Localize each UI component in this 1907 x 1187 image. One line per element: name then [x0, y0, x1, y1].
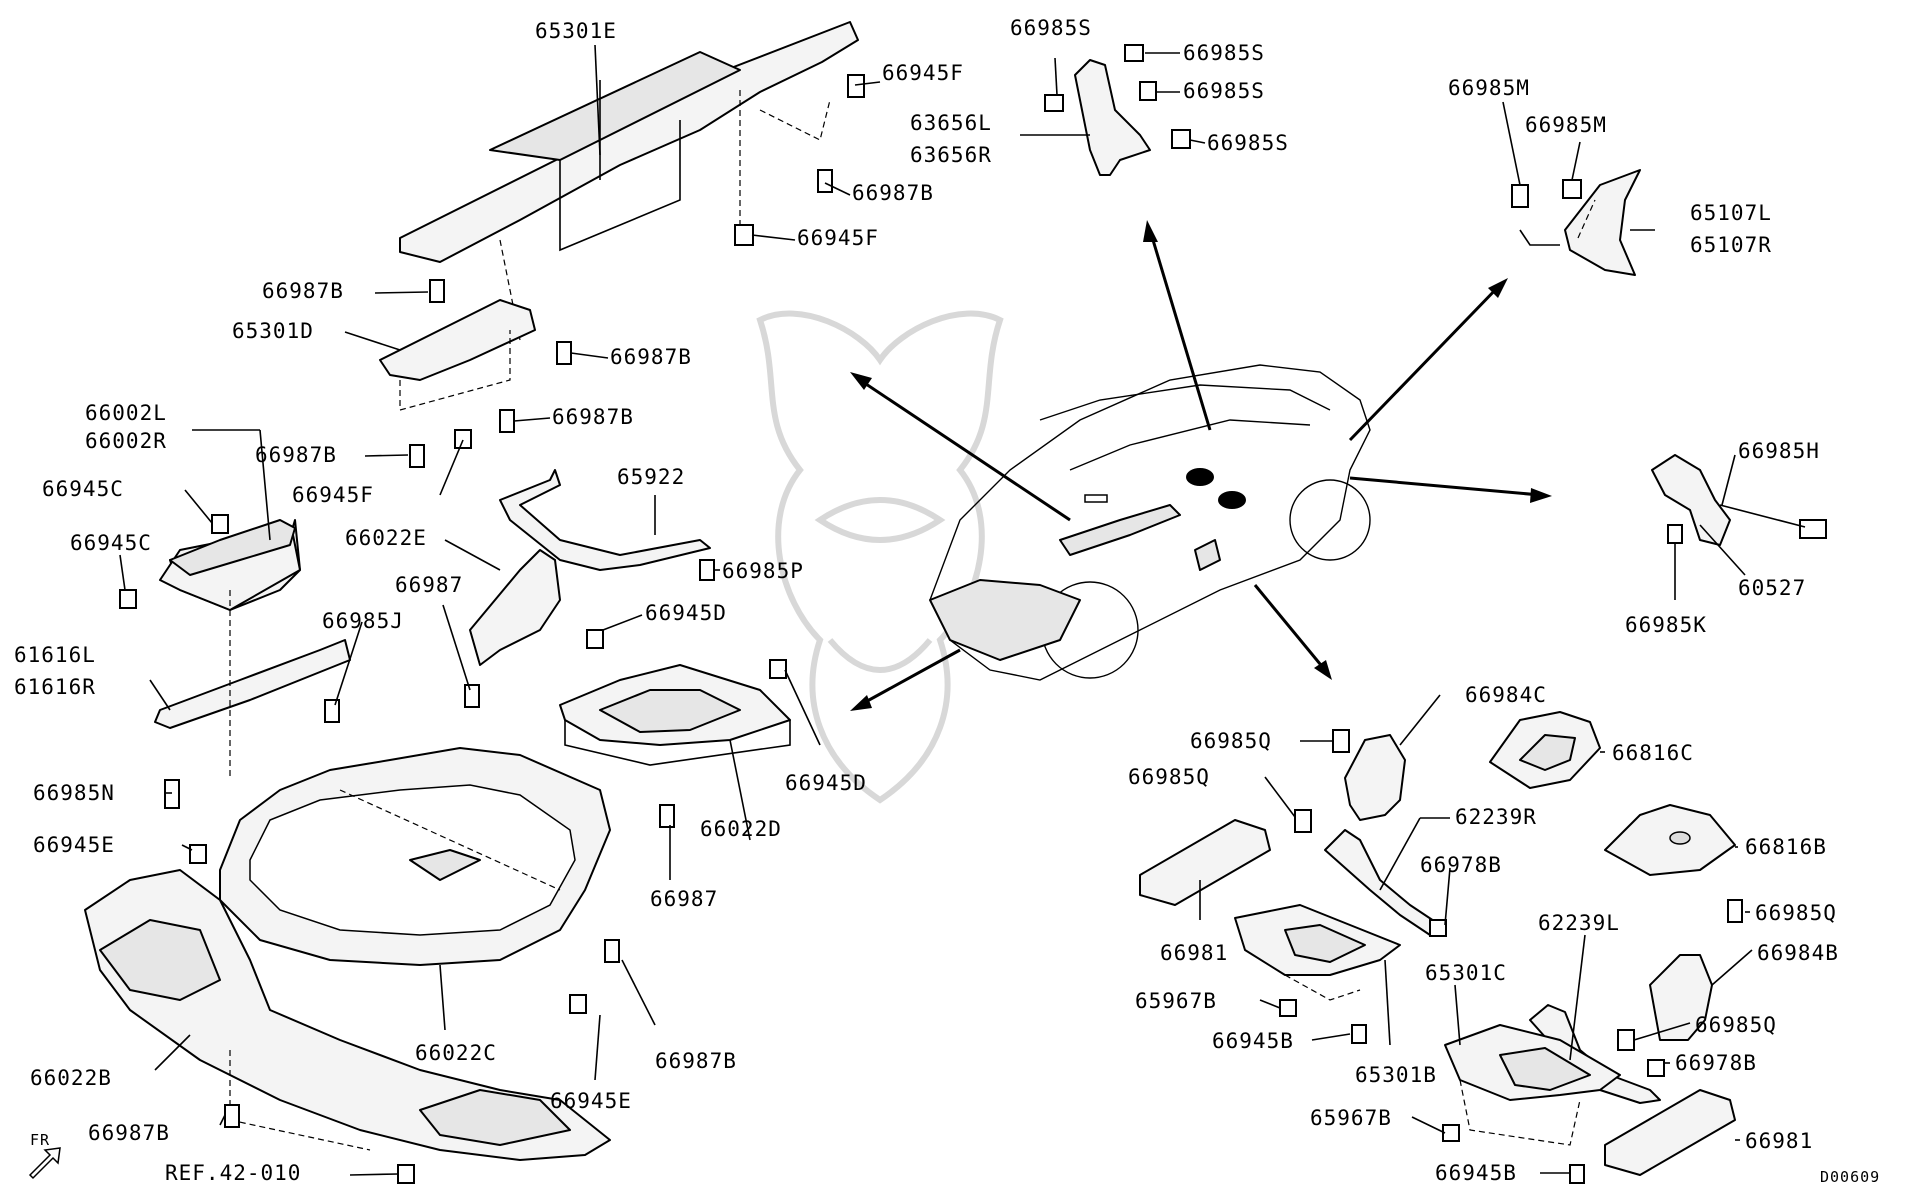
callout-66987B-6: 66987B — [655, 1049, 737, 1073]
callout-66816B: 66816B — [1745, 835, 1827, 859]
callout-61616R: 61616R — [14, 675, 96, 699]
diagram-code: D00609 — [1820, 1168, 1880, 1186]
callout-66945F-1: 66945F — [882, 61, 964, 85]
watermark-emblem — [756, 310, 1004, 804]
part-65301E — [399, 21, 859, 341]
part-66981-top — [1139, 819, 1271, 906]
callout-66022B: 66022B — [30, 1066, 112, 1090]
callout-66985Q-4: 66985Q — [1695, 1013, 1777, 1037]
callout-66985M-2: 66985M — [1525, 113, 1607, 137]
callout-66945E-2: 66945E — [550, 1089, 632, 1113]
part-66816C — [1489, 711, 1601, 789]
callout-65301C: 65301C — [1425, 961, 1507, 985]
callout-66022D: 66022D — [700, 817, 782, 841]
part-66984C — [1344, 734, 1406, 821]
part-65301C — [1444, 1024, 1621, 1146]
part-65301B — [1234, 904, 1401, 1001]
callout-66984C: 66984C — [1465, 683, 1547, 707]
callout-66985Q-2: 66985Q — [1128, 765, 1210, 789]
callout-ref-42-010: REF.42-010 — [165, 1161, 301, 1185]
callout-66985S-3: 66985S — [1183, 79, 1265, 103]
callout-66945C-1: 66945C — [42, 477, 124, 501]
part-66981-bottom — [1604, 1089, 1736, 1176]
front-direction-label: FR — [30, 1131, 50, 1149]
callout-63656R: 63656R — [910, 143, 992, 167]
callout-66945F-2: 66945F — [797, 226, 879, 250]
part-66002 — [159, 519, 301, 611]
callout-65107L: 65107L — [1690, 201, 1772, 225]
callout-65107R: 65107R — [1690, 233, 1772, 257]
callout-66985S-2: 66985S — [1183, 41, 1265, 65]
part-65107 — [1511, 169, 1641, 276]
callout-66022C: 66022C — [415, 1041, 497, 1065]
callout-66981-1: 66981 — [1160, 941, 1228, 965]
part-60527 — [1651, 454, 1827, 546]
part-66022E — [469, 549, 561, 666]
callout-65967B-1: 65967B — [1135, 989, 1217, 1013]
part-66022C — [219, 747, 611, 966]
vehicle-outline — [929, 364, 1371, 681]
part-65301D — [379, 299, 536, 411]
callout-66987B-4: 66987B — [552, 405, 634, 429]
callout-66987-1: 66987 — [395, 573, 463, 597]
part-65922 — [499, 469, 711, 571]
callout-65301B: 65301B — [1355, 1063, 1437, 1087]
part-66984B — [1649, 954, 1713, 1041]
callout-66981-2: 66981 — [1745, 1129, 1813, 1153]
callout-66985N: 66985N — [33, 781, 115, 805]
callout-65301E: 65301E — [535, 19, 617, 43]
front-direction-arrow — [28, 1147, 61, 1180]
callout-63656L: 63656L — [910, 111, 992, 135]
callout-65967B-2: 65967B — [1310, 1106, 1392, 1130]
callout-66987B-3: 66987B — [610, 345, 692, 369]
callout-66985S-4: 66985S — [1207, 131, 1289, 155]
part-66022B — [84, 869, 611, 1161]
callout-66985H: 66985H — [1738, 439, 1820, 463]
callout-66816C: 66816C — [1612, 741, 1694, 765]
callout-65922: 65922 — [617, 465, 685, 489]
callout-66002R: 66002R — [85, 429, 167, 453]
callout-66985Q-1: 66985Q — [1190, 729, 1272, 753]
callout-66945B-2: 66945B — [1435, 1161, 1517, 1185]
callout-66985M-1: 66985M — [1448, 76, 1530, 100]
callout-66978B-2: 66978B — [1675, 1051, 1757, 1075]
callout-66985Q-3: 66985Q — [1755, 901, 1837, 925]
callout-66987-2: 66987 — [650, 887, 718, 911]
leader-lines — [119, 44, 1753, 1176]
part-66022D — [559, 664, 791, 766]
pointer-arrows — [850, 220, 1552, 711]
callout-66022E: 66022E — [345, 526, 427, 550]
callout-62239L: 62239L — [1538, 911, 1620, 935]
callout-61616L: 61616L — [14, 643, 96, 667]
part-66816B — [1604, 804, 1736, 876]
callout-66984B: 66984B — [1757, 941, 1839, 965]
callout-66985K: 66985K — [1625, 613, 1707, 637]
callout-66945D-2: 66945D — [785, 771, 867, 795]
callout-66985P: 66985P — [722, 559, 804, 583]
callout-60527: 60527 — [1738, 576, 1806, 600]
callout-66945C-2: 66945C — [70, 531, 152, 555]
callout-66985J: 66985J — [322, 609, 404, 633]
callout-66945D-1: 66945D — [645, 601, 727, 625]
callout-66987B-5: 66987B — [255, 443, 337, 467]
part-61616 — [154, 590, 351, 780]
callout-66985S-1: 66985S — [1010, 16, 1092, 40]
callout-66987B-7: 66987B — [88, 1121, 170, 1145]
bolt-set-left — [119, 74, 865, 1184]
callout-66945F-3: 66945F — [292, 483, 374, 507]
callout-62239R: 62239R — [1455, 805, 1537, 829]
callout-66987B-2: 66987B — [262, 279, 344, 303]
part-63656 — [1044, 44, 1191, 176]
callout-66978B-1: 66978B — [1420, 853, 1502, 877]
callout-66002L: 66002L — [85, 401, 167, 425]
callout-66945E-1: 66945E — [33, 833, 115, 857]
bolt-set-right — [1279, 729, 1743, 1184]
part-labels: 65301E 66945F 66987B 66945F 66987B 65301… — [14, 16, 1880, 1186]
callout-66945B-1: 66945B — [1212, 1029, 1294, 1053]
callout-65301D: 65301D — [232, 319, 314, 343]
callout-66987B-1: 66987B — [852, 181, 934, 205]
